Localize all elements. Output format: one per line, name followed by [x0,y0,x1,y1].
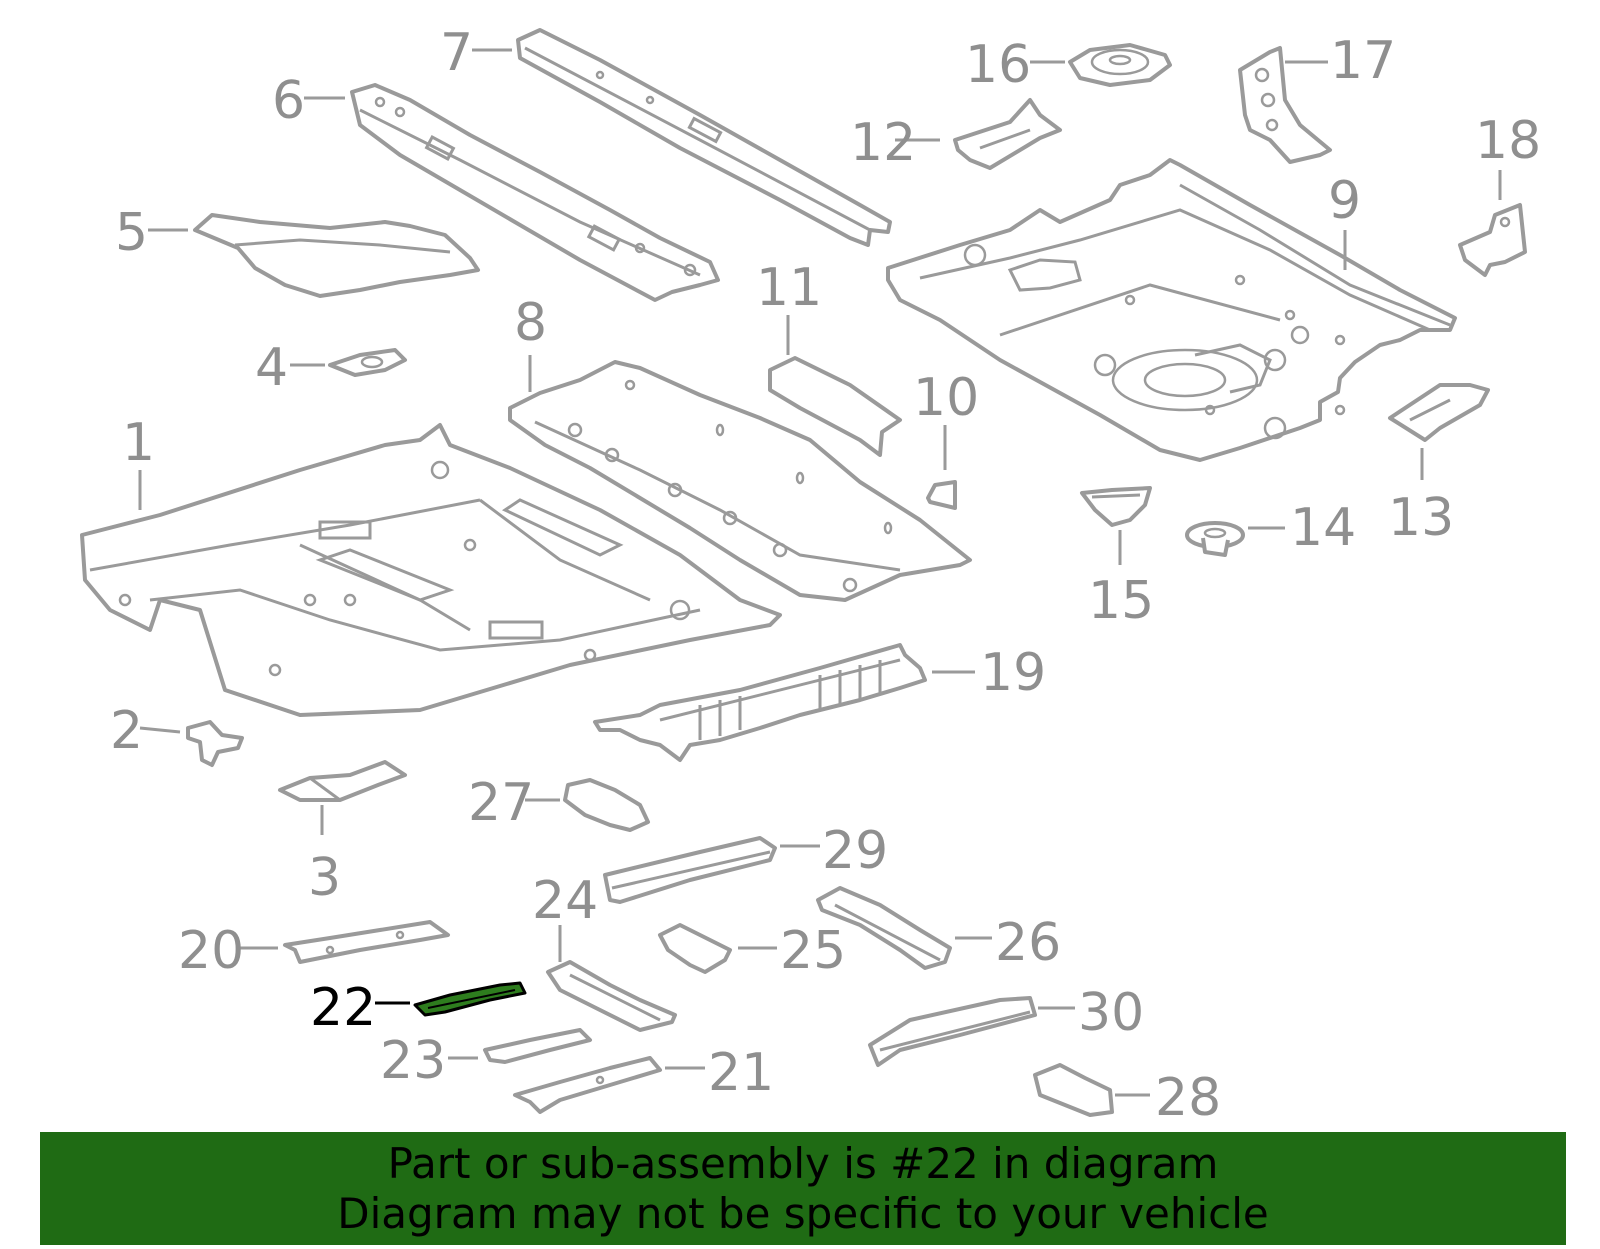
callout-23: 23 [380,1031,446,1091]
callout-4: 4 [255,338,288,398]
part-1-front-floor-pan [80,423,782,717]
callout-24: 24 [532,871,598,931]
callout-21: 21 [708,1043,774,1103]
part-25-bracket [658,923,732,974]
leader-lines [138,48,1502,1097]
callout-14: 14 [1290,498,1356,558]
callout-2: 2 [110,701,143,761]
callout-12: 12 [850,113,916,173]
callout-13: 13 [1388,488,1454,548]
part-19-crossmember [593,643,927,762]
part-3-reinforcement [278,760,407,802]
part-11-crossmember [768,356,902,457]
callout-6: 6 [272,71,305,131]
part-20-reinforcement [283,920,450,964]
callout-29: 29 [822,821,888,881]
part-5-wheelhouse-panel [193,213,480,298]
callout-1: 1 [122,413,155,473]
callout-26: 26 [995,913,1061,973]
part-23-reinforcement [483,1028,592,1064]
callout-30: 30 [1078,983,1144,1043]
part-21-reinforcement [513,1056,662,1114]
callout-18: 18 [1475,111,1541,171]
callout-labels: 1 2 3 4 5 6 7 8 9 10 11 12 13 14 15 16 1… [110,23,1541,1128]
callout-15: 15 [1088,571,1154,631]
part-7-side-member [516,28,892,247]
callout-10: 10 [913,368,979,428]
callout-9: 9 [1328,171,1361,231]
callout-16: 16 [965,35,1031,95]
callout-19: 19 [980,643,1046,703]
callout-3: 3 [308,848,341,908]
part-9-rear-floor-pan [886,158,1457,462]
part-15-cap [1080,486,1152,527]
callout-8: 8 [514,293,547,353]
banner-line-disclaimer: Diagram may not be specific to your vehi… [337,1188,1269,1238]
callout-25: 25 [780,921,846,981]
part-18-bracket [1458,203,1527,277]
part-16-plug [1068,43,1172,87]
part-10-gusset [926,480,957,510]
callout-5: 5 [115,203,148,263]
part-6-side-sill [350,83,720,302]
part-14-grommet [1185,521,1245,557]
callout-28: 28 [1155,1068,1221,1128]
part-27-bracket [563,778,650,832]
part-2-bracket [186,720,244,767]
part-13-bracket [1388,383,1490,442]
part-17-bracket [1238,46,1332,164]
banner-line-part-number: Part or sub-assembly is #22 in diagram [387,1138,1219,1188]
callout-17: 17 [1330,31,1396,91]
part-28-bracket [1033,1063,1114,1117]
part-22-highlighted-reinforcement [413,981,527,1017]
part-4-plate [328,348,407,377]
part-26-crossmember [816,886,952,970]
part-29-crossmember [603,836,777,904]
part-24-bracket [546,960,677,1032]
callout-11: 11 [756,258,822,318]
callout-7: 7 [440,23,473,83]
callout-22: 22 [310,978,376,1038]
callout-20: 20 [178,921,244,981]
callout-27: 27 [468,773,534,833]
info-banner: Part or sub-assembly is #22 in diagram D… [40,1132,1566,1245]
part-8-center-floor [508,360,972,602]
part-12-bracket [953,98,1062,170]
part-30-crossmember [868,996,1037,1067]
